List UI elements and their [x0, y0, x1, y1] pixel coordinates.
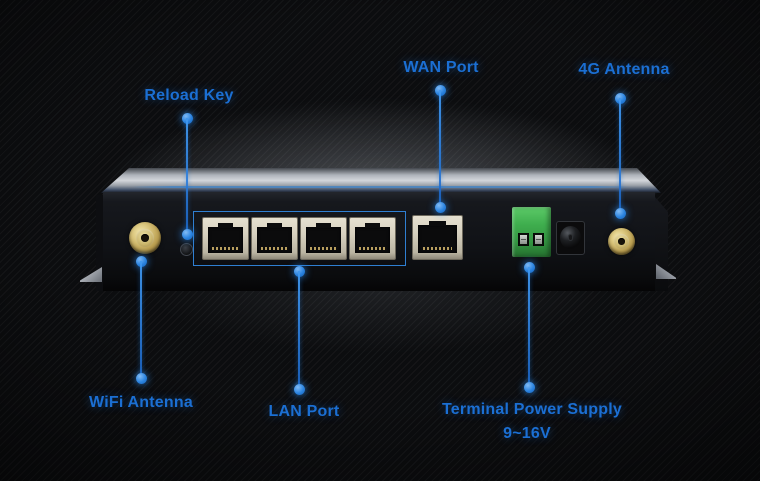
wan-port-label: WAN Port [403, 59, 479, 76]
callout-dot [523, 381, 535, 393]
callout-dot [293, 383, 305, 395]
reload-key-label: Reload Key [144, 87, 234, 104]
callout-dot [434, 201, 446, 213]
reload-key-callout-line [186, 118, 188, 234]
terminal-power-label: Terminal Power Supply [442, 401, 622, 418]
lan-port-callout-line [298, 271, 300, 389]
callout-dot [135, 372, 147, 384]
terminal-power-callout-line [528, 267, 530, 387]
callout-dot [614, 207, 626, 219]
wan-port-callout-line [439, 90, 441, 207]
4g-antenna-callout-line [619, 98, 621, 213]
lan-port-label: LAN Port [268, 403, 340, 420]
wifi-antenna-label: WiFi Antenna [89, 394, 193, 411]
terminal-power-voltage-label: 9~16V [503, 425, 551, 442]
wifi-antenna-callout-line [140, 261, 142, 378]
4g-antenna-label: 4G Antenna [578, 61, 670, 78]
callout-dot [181, 228, 193, 240]
